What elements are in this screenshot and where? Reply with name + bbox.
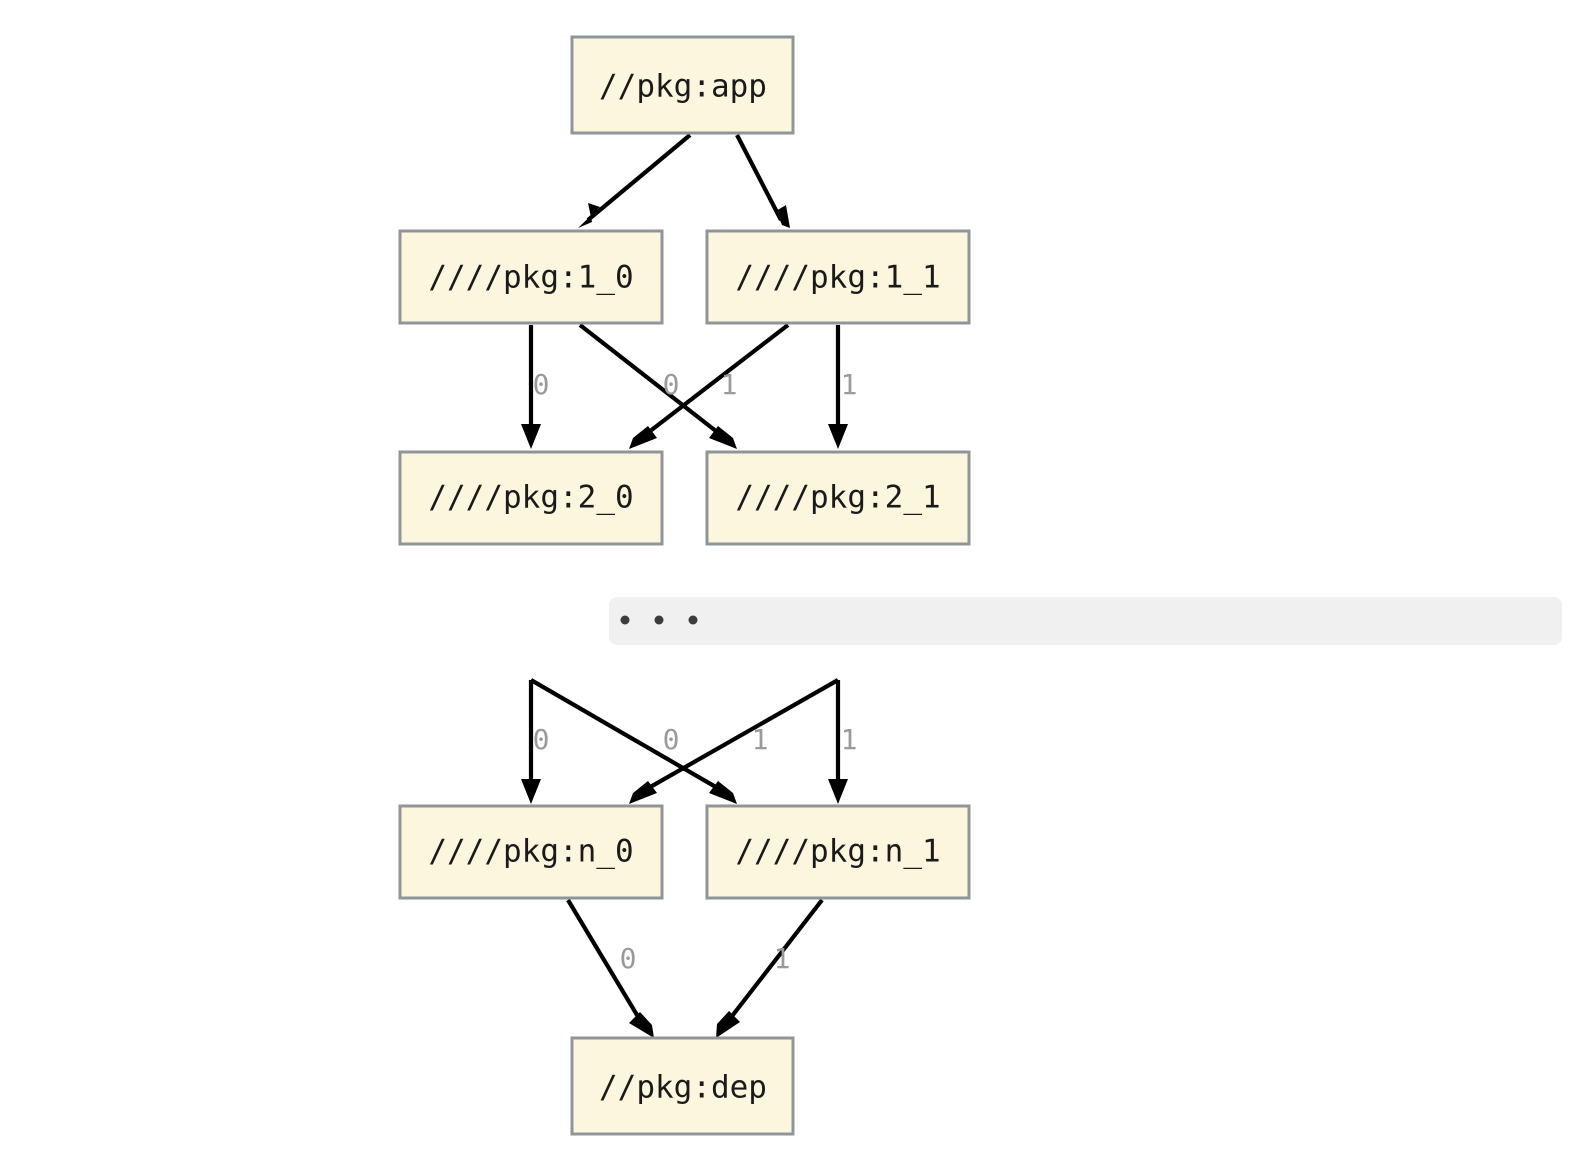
edge-dangling-right-to-pkgn_1: 1 <box>828 680 857 804</box>
edge-line <box>566 898 642 1022</box>
edge-label: 1 <box>721 368 738 401</box>
node-box[interactable] <box>570 35 795 135</box>
node-pkg-n_0[interactable]: ////pkg:n_0 <box>398 804 664 900</box>
edge-label: 0 <box>663 368 680 401</box>
edge-line <box>643 323 790 437</box>
arrowhead-icon <box>709 426 737 449</box>
node-pkg-app[interactable]: //pkg:app <box>570 35 795 135</box>
edge-pkg1_0-to-pkg2_0: 0 <box>521 325 549 449</box>
node-box[interactable] <box>398 804 664 900</box>
node-box[interactable] <box>398 450 664 546</box>
edge-app-to-pkg1_1 <box>735 134 790 228</box>
node-label: ////pkg:2_0 <box>428 480 633 516</box>
edge-pkgn_1-to-dep: 1 <box>716 898 824 1038</box>
edge-line <box>586 133 692 222</box>
node-box[interactable] <box>705 450 971 546</box>
edge-line <box>735 134 783 221</box>
edge-dangling-right-to-pkgn_0: 1 <box>629 678 840 804</box>
node-box[interactable] <box>570 1036 795 1136</box>
arrowhead-icon <box>629 781 657 804</box>
edge-label: 1 <box>752 723 769 756</box>
edge-label: 0 <box>663 723 680 756</box>
edge-pkg1_1-to-pkg2_0: 1 <box>629 323 790 449</box>
edge-line <box>643 678 840 792</box>
edge-line <box>727 898 824 1022</box>
node-pkg-1_1[interactable]: ////pkg:1_1 <box>705 229 971 325</box>
edge-label: 1 <box>774 942 791 975</box>
edge-line <box>529 678 723 792</box>
ellipsis-dot <box>654 615 664 625</box>
node-label: ////pkg:1_0 <box>428 260 633 296</box>
arrowhead-icon <box>776 205 790 228</box>
node-pkg-2_0[interactable]: ////pkg:2_0 <box>398 450 664 546</box>
node-pkg-n_1[interactable]: ////pkg:n_1 <box>705 804 971 900</box>
arrowhead-icon <box>521 424 541 449</box>
node-label: ////pkg:n_1 <box>735 834 940 870</box>
edge-pkgn_0-to-dep: 0 <box>566 898 654 1038</box>
node-pkg-2_1[interactable]: ////pkg:2_1 <box>705 450 971 546</box>
ellipsis-dot <box>620 615 630 625</box>
node-pkg-dep[interactable]: //pkg:dep <box>570 1036 795 1136</box>
node-label: //pkg:app <box>599 69 767 105</box>
edge-line <box>578 323 723 437</box>
arrowhead-icon <box>629 1012 654 1038</box>
arrowhead-icon <box>578 203 600 228</box>
ellipsis-dot <box>688 615 698 625</box>
node-box[interactable] <box>398 229 664 325</box>
node-label: ////pkg:n_0 <box>428 834 633 870</box>
edge-dangling-left-to-pkgn_1: 0 <box>529 678 737 804</box>
edge-pkg1_0-to-pkg2_1: 0 <box>578 323 737 449</box>
arrowhead-icon <box>716 1011 740 1038</box>
arrowhead-icon <box>709 781 737 804</box>
arrowhead-icon <box>828 779 848 804</box>
edge-app-to-pkg1_0 <box>578 133 692 228</box>
node-label: ////pkg:2_1 <box>735 480 940 516</box>
ellipsis-band <box>609 597 1562 645</box>
node-label: //pkg:dep <box>599 1070 767 1106</box>
arrowhead-icon <box>828 424 848 449</box>
edge-label: 1 <box>841 723 858 756</box>
node-box[interactable] <box>705 804 971 900</box>
ellipsis-separator <box>609 597 1562 645</box>
edge-dangling-left-to-pkgn_0: 0 <box>521 680 549 804</box>
edge-label: 0 <box>533 368 550 401</box>
edge-pkg1_1-to-pkg2_1: 1 <box>828 325 857 449</box>
arrowhead-icon <box>521 779 541 804</box>
edge-label: 0 <box>620 942 637 975</box>
edge-label: 1 <box>841 368 858 401</box>
arrowhead-icon <box>629 426 657 449</box>
node-pkg-1_0[interactable]: ////pkg:1_0 <box>398 229 664 325</box>
node-box[interactable] <box>705 229 971 325</box>
node-label: ////pkg:1_1 <box>735 260 940 296</box>
edge-label: 0 <box>533 723 550 756</box>
